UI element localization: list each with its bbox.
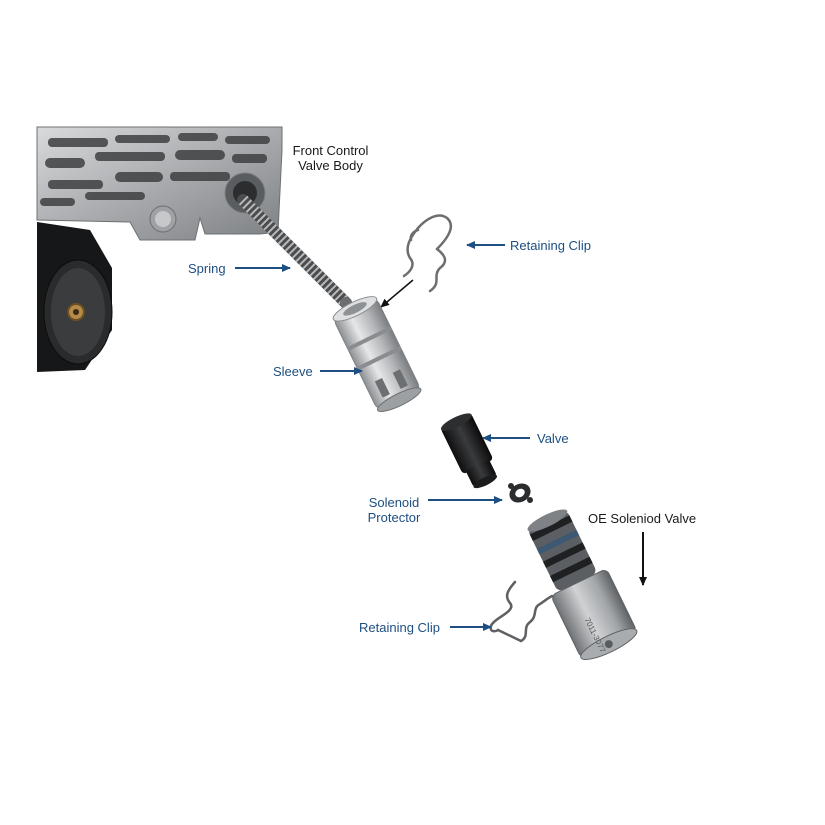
solenoid-protector: [508, 483, 533, 503]
label-sleeve: Sleeve: [273, 364, 313, 379]
sleeve: [332, 296, 422, 412]
label-valve: Valve: [537, 431, 569, 446]
spring: [237, 194, 352, 309]
oe-solenoid-valve: 7011-3077: [527, 509, 638, 660]
label-retaining-clip-bottom: Retaining Clip: [359, 620, 440, 635]
label-line: Solenoid: [368, 495, 420, 510]
label-oe-solenoid-valve: OE Soleniod Valve: [588, 511, 697, 526]
valve: [440, 413, 498, 489]
label-line: Front Control: [292, 143, 369, 158]
retaining-clip-bottom: [489, 580, 554, 643]
front-control-valve-body: [36, 126, 283, 372]
label-line: Protector: [367, 510, 421, 525]
label-solenoid-protector: Solenoid Protector: [361, 495, 427, 525]
insertion-arrow: [380, 279, 414, 308]
retaining-clip-top: [402, 214, 453, 293]
label-spring: Spring: [188, 261, 226, 276]
label-retaining-clip-top: Retaining Clip: [510, 238, 591, 253]
label-line: Valve Body: [298, 158, 363, 173]
label-front-control-valve-body: Front Control Valve Body: [283, 143, 378, 173]
